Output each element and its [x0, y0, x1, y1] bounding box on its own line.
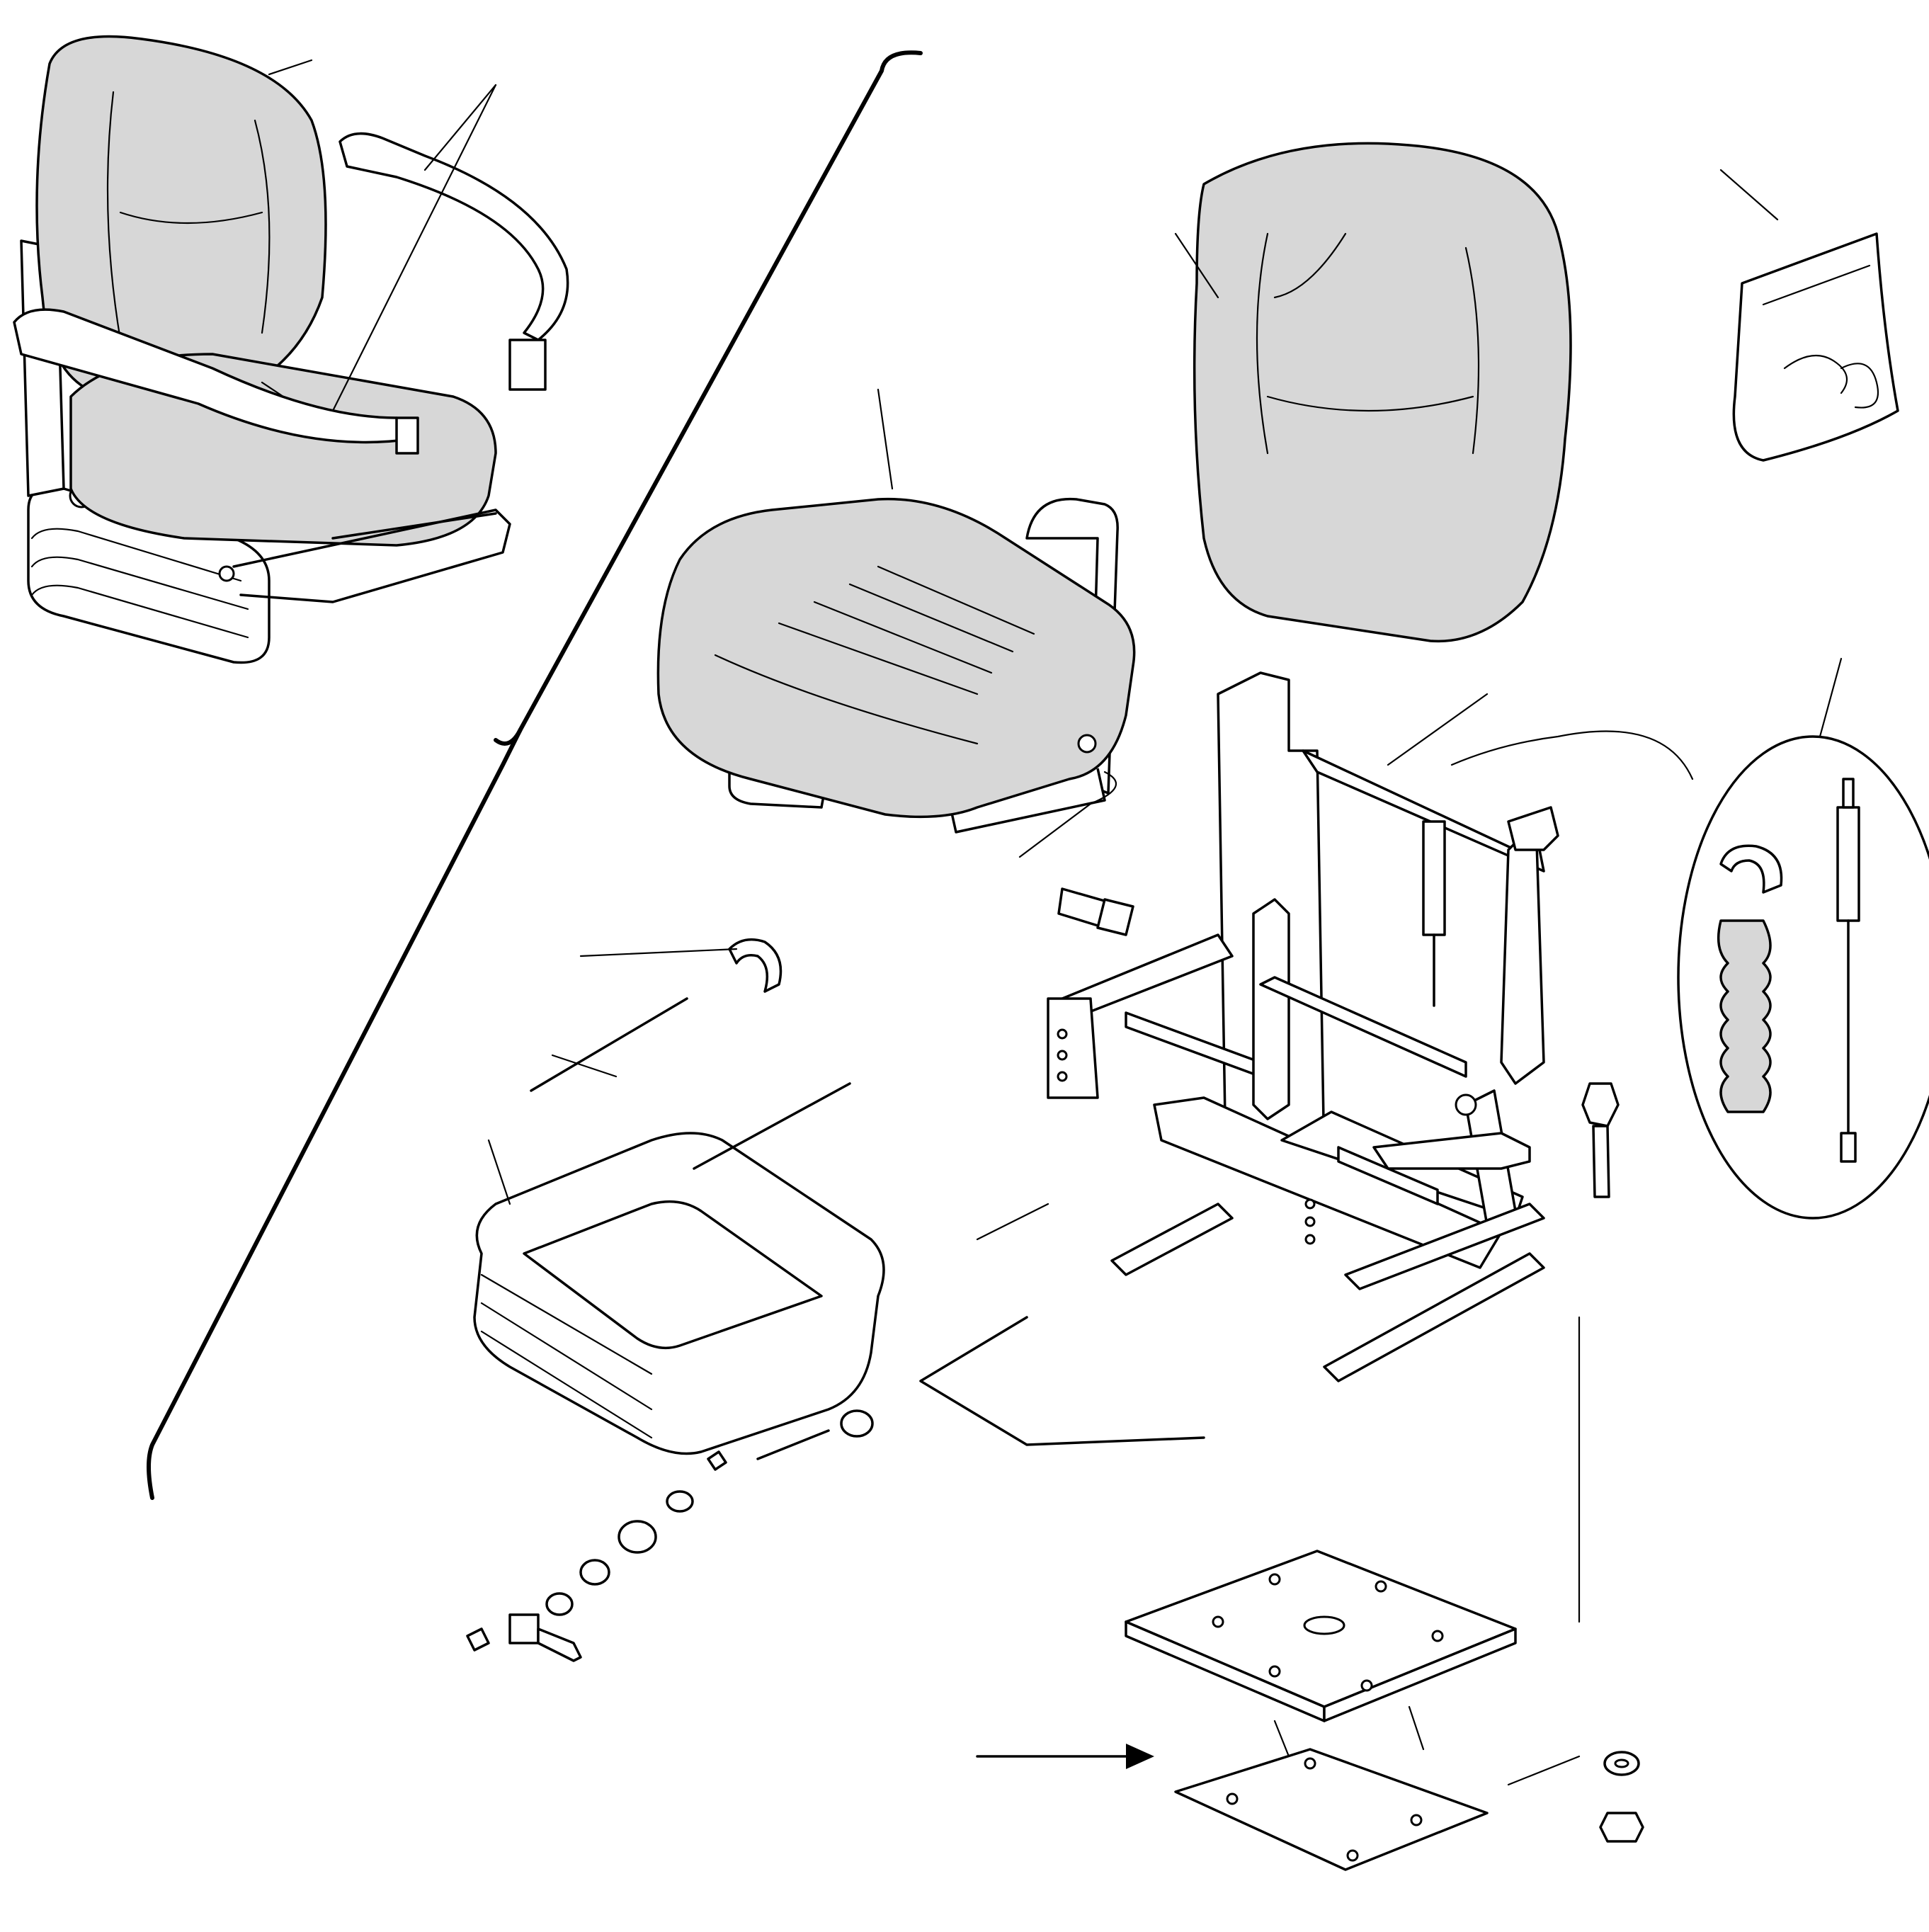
base-plate-icon [1125, 1550, 1517, 1871]
slide-rail-icon [919, 1203, 1545, 1446]
washer-nut-icon [1599, 1751, 1644, 1843]
adjustment-knob-icon [466, 1409, 874, 1662]
bolt-icon [1581, 1082, 1620, 1198]
callout-leaders [268, 59, 1843, 1786]
suspension-frame-icon [1047, 671, 1559, 1269]
seat-assembly-icon [13, 35, 569, 664]
backrest-cushion-icon [1193, 142, 1572, 643]
gas-spring-icon [1450, 730, 1929, 1220]
pin-icon [530, 938, 851, 1170]
reference-arrow-icon [976, 1744, 1154, 1769]
seat-cushion-icon [656, 497, 1136, 834]
screw-icon [1057, 887, 1134, 936]
hardware-kit-bag-icon [1732, 232, 1899, 462]
bellows-cover-icon [473, 1132, 885, 1455]
divider-line [147, 50, 923, 1500]
